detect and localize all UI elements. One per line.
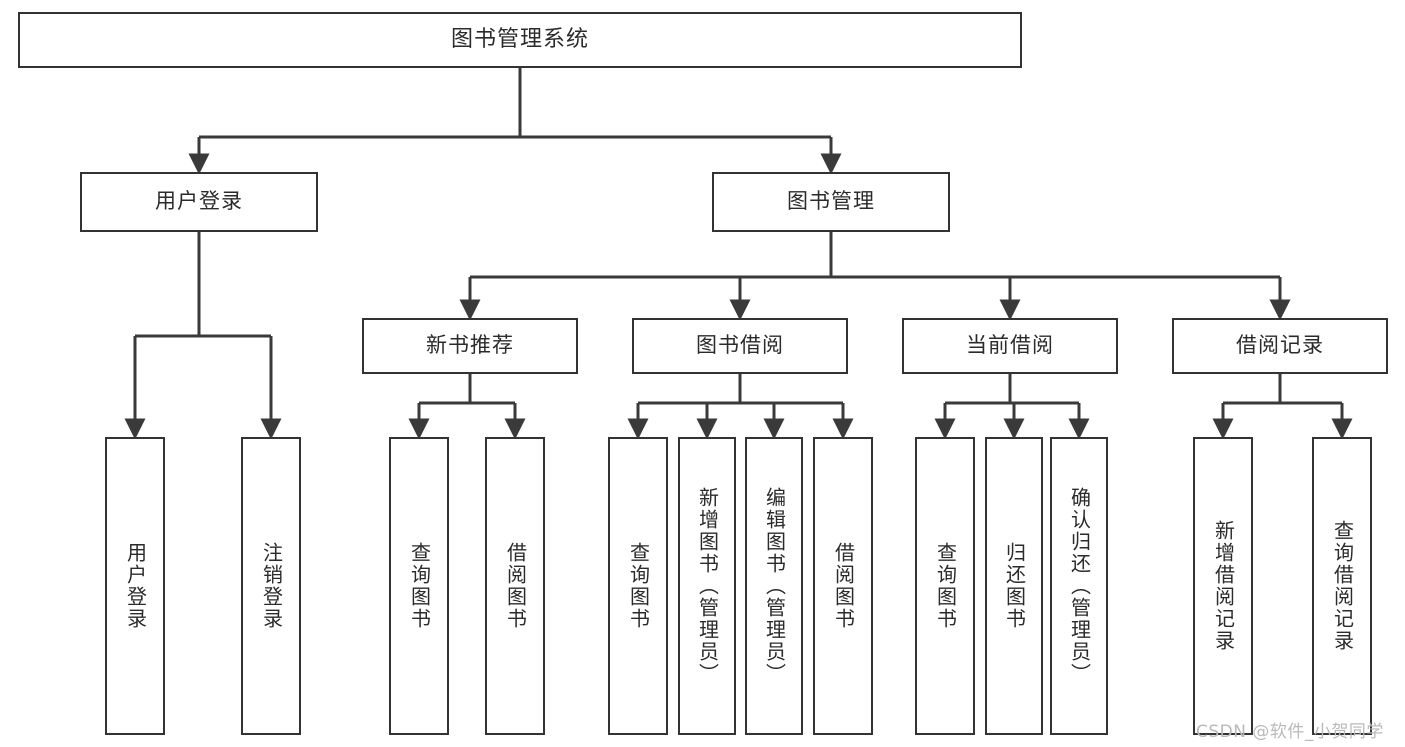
node-leaf-add-book-admin[interactable]: 新增图书（管理员）: [678, 437, 736, 735]
node-current-borrow[interactable]: 当前借阅: [902, 318, 1118, 374]
node-leaf-query-book-a[interactable]: 查询图书: [389, 437, 449, 735]
node-leaf-label: 新增图书（管理员）: [695, 487, 720, 685]
node-leaf-label: 借阅图书: [831, 542, 856, 630]
node-leaf-add-borrow-record[interactable]: 新增借阅记录: [1193, 437, 1253, 735]
node-user-login[interactable]: 用户登录: [80, 172, 318, 232]
node-leaf-label: 归还图书: [1002, 542, 1027, 630]
node-leaf-label: 借阅图书: [503, 542, 528, 630]
node-leaf-query-book-b[interactable]: 查询图书: [608, 437, 668, 735]
node-root-system[interactable]: 图书管理系统: [18, 12, 1022, 68]
node-leaf-label: 注销登录: [259, 542, 284, 630]
node-leaf-label: 查询图书: [407, 542, 432, 630]
node-leaf-label: 用户登录: [123, 542, 148, 630]
node-leaf-query-book-c[interactable]: 查询图书: [915, 437, 975, 735]
node-borrow-records[interactable]: 借阅记录: [1172, 318, 1388, 374]
node-leaf-label: 新增借阅记录: [1211, 520, 1236, 652]
node-leaf-user-login[interactable]: 用户登录: [105, 437, 165, 735]
node-leaf-borrow-book-a[interactable]: 借阅图书: [485, 437, 545, 735]
node-book-borrow[interactable]: 图书借阅: [632, 318, 848, 374]
node-leaf-label: 查询图书: [933, 542, 958, 630]
node-leaf-label: 查询图书: [626, 542, 651, 630]
node-leaf-label: 编辑图书（管理员）: [762, 487, 787, 685]
node-new-book-recommend[interactable]: 新书推荐: [362, 318, 578, 374]
node-leaf-logout[interactable]: 注销登录: [241, 437, 301, 735]
node-book-management[interactable]: 图书管理: [712, 172, 950, 232]
node-leaf-query-borrow-record[interactable]: 查询借阅记录: [1312, 437, 1372, 735]
node-leaf-confirm-return-admin[interactable]: 确认归还（管理员）: [1050, 437, 1108, 735]
node-leaf-label: 确认归还（管理员）: [1067, 487, 1092, 685]
node-leaf-borrow-book-b[interactable]: 借阅图书: [813, 437, 873, 735]
csdn-watermark: CSDN @软件_小贺同学: [1196, 722, 1384, 742]
node-leaf-return-book[interactable]: 归还图书: [985, 437, 1043, 735]
node-leaf-label: 查询借阅记录: [1330, 520, 1355, 652]
node-leaf-edit-book-admin[interactable]: 编辑图书（管理员）: [745, 437, 803, 735]
